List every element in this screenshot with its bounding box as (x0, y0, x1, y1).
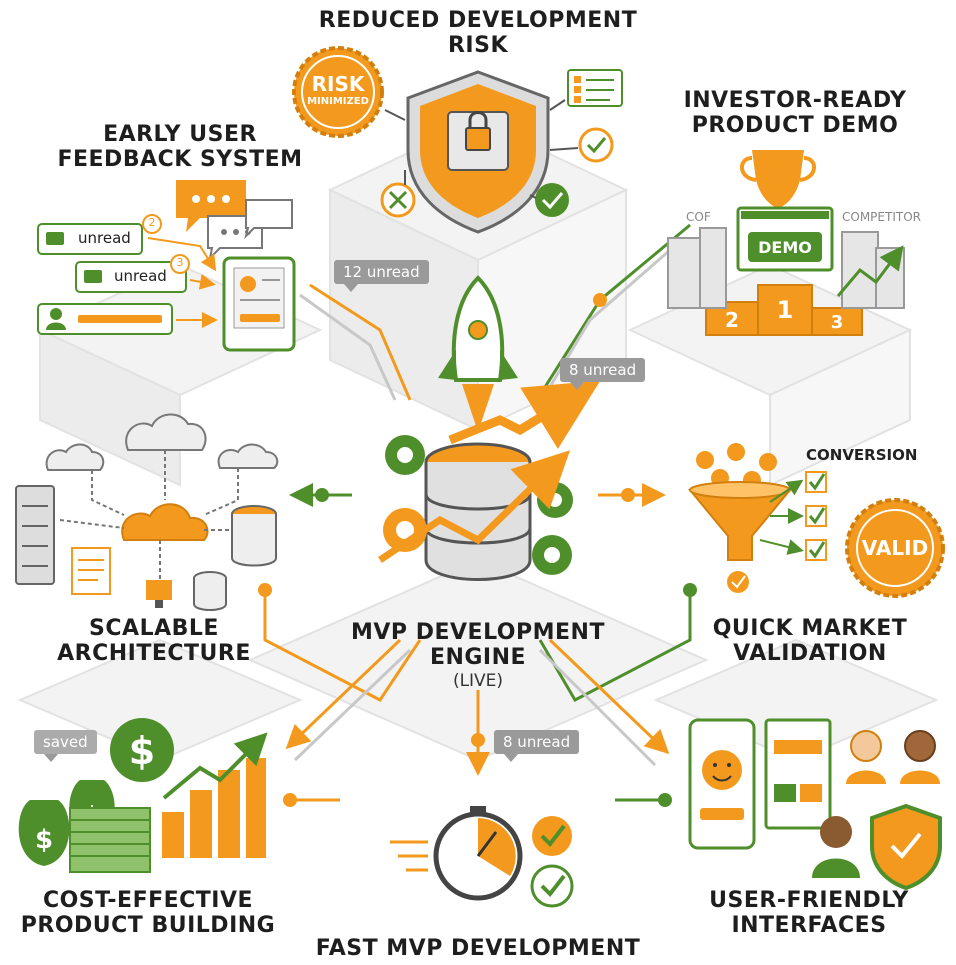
validation-arrows (759, 479, 804, 555)
demo-label: DEMO (758, 238, 812, 257)
feedback-message-1: unread (78, 229, 131, 247)
unread-badge-left: 12 unread (334, 260, 429, 292)
svg-text:$: $ (35, 825, 53, 855)
connector-dots (258, 293, 697, 807)
podium-first: 1 (776, 296, 794, 324)
feedback-count-1: 2 (148, 216, 156, 229)
stopwatch-icon (390, 806, 523, 901)
ui-title-line1: USER-FRIENDLY (709, 888, 909, 913)
trophy-icon (740, 150, 816, 220)
security-shield-icon (870, 803, 942, 891)
cost-title: COST-EFFECTIVE PRODUCT BUILDING (10, 888, 286, 938)
feedback-title-line2: FEEDBACK SYSTEM (57, 147, 303, 172)
feedback-message-2: unread (114, 267, 167, 285)
validation-title-line2: VALIDATION (733, 641, 887, 666)
investor-title-line2: PRODUCT DEMO (691, 113, 899, 138)
shield-icon (406, 70, 550, 234)
podium-third: 3 (830, 312, 844, 333)
checkbox-icons (727, 471, 827, 593)
cost-title-line1: COST-EFFECTIVE (42, 888, 254, 913)
ui-title-line2: INTERFACES (731, 913, 887, 938)
saved-badge: saved (34, 730, 97, 762)
rocket-icon (438, 275, 518, 432)
growth-arrow-icon (836, 245, 904, 297)
growth-arrow-upper-icon (448, 380, 601, 449)
podium-icon (705, 284, 863, 336)
monitor-small-icon (146, 580, 172, 608)
layout-ui-icon (764, 718, 832, 830)
investor-title-line1: INVESTOR-READY (683, 88, 907, 113)
center-status: (LIVE) (452, 671, 504, 691)
risk-seal-icon (292, 46, 384, 138)
risk-arrows (384, 99, 579, 199)
unread-badge-right: 8 unread (560, 358, 646, 390)
ui-title: USER-FRIENDLY INTERFACES (684, 888, 934, 938)
risk-seal-label: RISK (311, 72, 365, 96)
server-rack-icon (15, 485, 55, 585)
feedback-title-line1: EARLY USER (103, 122, 257, 147)
center-title: MVP DEVELOPMENT ENGINE (318, 620, 638, 670)
document-icon (71, 547, 111, 595)
investor-title: INVESTOR-READY PRODUCT DEMO (640, 88, 950, 138)
fast-check-icons (530, 816, 574, 908)
feedback-count-2: 3 (176, 256, 184, 269)
profile-tablet-icon (222, 256, 296, 352)
cost-title-line2: PRODUCT BUILDING (20, 913, 276, 938)
message-row-icons (37, 214, 218, 335)
risk-title-line1: REDUCED DEVELOPMENT (318, 8, 638, 33)
unread-badge-bottom: 8 unread (494, 730, 580, 762)
conversion-label: CONVERSION (806, 446, 918, 464)
risk-check-icons (380, 127, 614, 218)
arch-database-icons (193, 505, 277, 611)
validation-title: QUICK MARKET VALIDATION (680, 616, 940, 666)
risk-seal-sublabel: MINIMIZED (307, 96, 369, 107)
chat-bubble-icons (176, 180, 293, 262)
svg-text:$: $ (129, 729, 155, 773)
demo-monitor-icon (736, 206, 834, 272)
risk-title-line2: RISK (447, 33, 509, 58)
phone-ui-icon (688, 718, 756, 850)
cloud-icons (45, 413, 279, 541)
cof-label: COF (686, 210, 711, 224)
arch-links (59, 450, 239, 580)
growth-arrow-lower-icon (378, 450, 571, 563)
competitor-label: COMPETITOR (842, 210, 921, 224)
user-avatar-icons (812, 730, 940, 878)
scalable-title-line1: SCALABLE (89, 616, 219, 641)
bar-chart-icon (162, 732, 268, 858)
podium-second: 2 (725, 308, 739, 332)
dollar-coin-icon: $ (110, 718, 174, 782)
risk-checklist-icon (567, 69, 623, 107)
connectors (263, 223, 692, 802)
database-icon (424, 442, 532, 581)
risk-title: REDUCED DEVELOPMENT RISK (278, 8, 678, 58)
cash-stack-icon (69, 807, 151, 873)
scalable-title: SCALABLE ARCHITECTURE (14, 616, 294, 666)
valid-seal-icon (845, 498, 945, 598)
fast-title: FAST MVP DEVELOPMENT (315, 936, 641, 961)
validation-title-line1: QUICK MARKET (712, 616, 908, 641)
valid-seal-label: VALID (861, 536, 929, 560)
scalable-title-line2: ARCHITECTURE (57, 641, 251, 666)
center-title-line1: MVP DEVELOPMENT (351, 620, 605, 645)
feedback-title: EARLY USER FEEDBACK SYSTEM (10, 122, 350, 172)
funnel-icon (687, 481, 793, 561)
center-title-line2: ENGINE (429, 645, 527, 670)
